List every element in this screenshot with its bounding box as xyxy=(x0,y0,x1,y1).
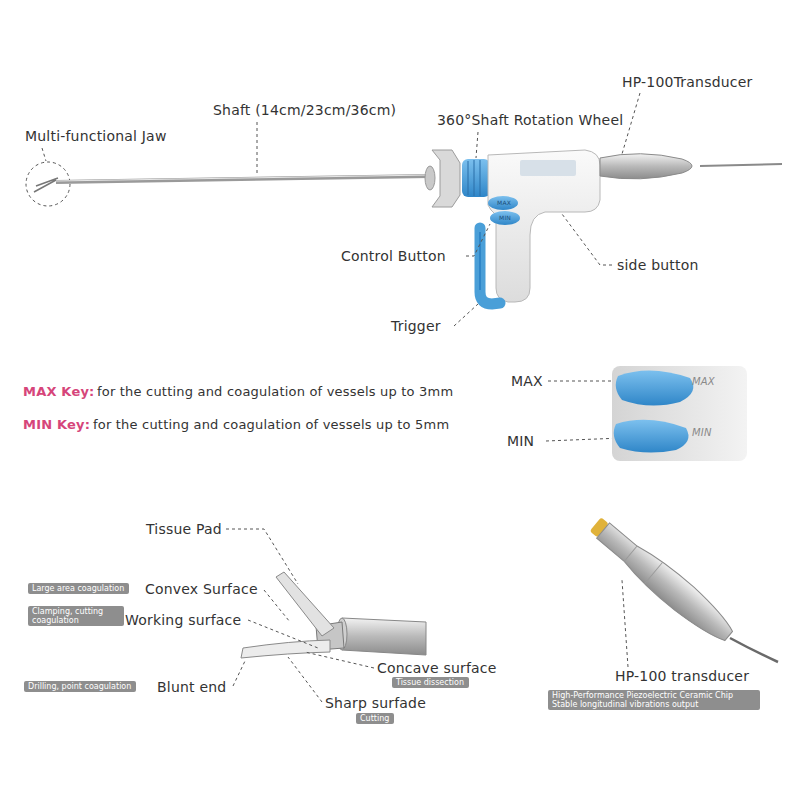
shaft-hub xyxy=(425,166,435,190)
tissue-pad-arm xyxy=(276,572,334,636)
part-label: Tissue Pad xyxy=(146,521,222,538)
part-label: Convex Surface xyxy=(145,581,258,598)
instrument xyxy=(26,150,782,304)
part-label: Working surface xyxy=(125,612,241,629)
leader-line xyxy=(288,657,322,702)
button-text: MAX xyxy=(497,199,511,206)
badge-text: Drilling, point coagulation xyxy=(28,682,132,691)
part-label: HP-100Transducer xyxy=(622,74,752,91)
leader-line xyxy=(264,590,290,622)
key-name: MIN Key: xyxy=(23,417,90,433)
badge-text: Large area coagulation xyxy=(32,584,125,593)
min-button-zoom xyxy=(614,420,689,453)
zoom-panel xyxy=(612,366,747,461)
key-name: MAX Key: xyxy=(23,384,94,400)
button-text: MIN xyxy=(499,214,511,221)
function-badge: Large area coagulation xyxy=(28,583,129,594)
transducer-rings xyxy=(622,543,663,584)
badge-text: Cutting xyxy=(360,714,390,723)
handle-body xyxy=(488,150,600,302)
leader-lines xyxy=(226,529,374,702)
part-label: Multi-functional Jaw xyxy=(25,128,167,145)
leader-line xyxy=(42,148,46,161)
leader-line xyxy=(622,580,628,667)
part-label: MIN xyxy=(507,433,534,450)
trigger-edge xyxy=(479,232,481,290)
jaw-tip xyxy=(34,178,58,192)
shaft-highlight xyxy=(56,175,430,181)
leader-line xyxy=(226,529,298,584)
button-text: MIN xyxy=(692,427,712,439)
part-label: MAX xyxy=(511,373,543,390)
wheel-ridges xyxy=(468,160,480,196)
part-label: Control Button xyxy=(341,248,446,265)
leader-line xyxy=(476,132,478,158)
part-label: Concave surface xyxy=(377,660,497,677)
jaw-highlight-circle xyxy=(26,162,70,206)
rotation-wheel xyxy=(462,159,490,197)
function-badge: Cutting xyxy=(356,713,394,724)
function-badge: Tissue dissection xyxy=(392,677,469,688)
badge-text: Clamping, cutting coagulation xyxy=(32,607,120,625)
leader-line xyxy=(233,661,245,686)
leader-lines xyxy=(42,93,640,441)
max-button xyxy=(488,196,518,210)
min-button xyxy=(490,211,520,225)
leader-line xyxy=(546,438,622,441)
part-label: Shaft (14cm/23cm/36cm) xyxy=(213,102,396,119)
leader-line xyxy=(622,93,640,154)
transducer xyxy=(600,154,692,179)
jaw-tube xyxy=(342,618,426,655)
leader-line xyxy=(466,224,490,256)
transducer-body xyxy=(593,519,738,648)
badge-text: Tissue dissection xyxy=(396,678,465,687)
leader-line xyxy=(562,214,612,265)
leader-line xyxy=(454,304,478,326)
key-description: for the cutting and coagulation of vesse… xyxy=(93,417,449,433)
leader-line xyxy=(248,620,318,648)
transducer-detail xyxy=(586,513,778,662)
part-label: Trigger xyxy=(391,318,441,335)
part-label: Sharp surfade xyxy=(325,695,426,712)
function-badge: Clamping, cutting coagulation xyxy=(28,606,124,626)
part-label: 360°Shaft Rotation Wheel xyxy=(437,112,623,129)
max-button-zoom xyxy=(616,370,694,405)
finger-wing xyxy=(432,150,460,207)
leader-line xyxy=(305,652,374,668)
part-label: side button xyxy=(617,257,699,274)
button-text: MAX xyxy=(692,376,715,388)
function-badge: High-Performance Piezoelectric Ceramic C… xyxy=(548,690,760,710)
transducer-cable xyxy=(700,164,782,166)
handle-label-plate xyxy=(520,160,576,176)
leader-line xyxy=(257,122,258,176)
part-label: Blunt end xyxy=(157,679,226,696)
shaft xyxy=(56,176,430,182)
button-zoom xyxy=(612,366,747,461)
transducer-cable xyxy=(730,638,778,662)
function-badge: Drilling, point coagulation xyxy=(24,681,136,692)
key-description: for the cutting and coagulation of vesse… xyxy=(97,384,453,400)
jaw-detail xyxy=(241,572,426,658)
part-label: HP-100 transducer xyxy=(615,668,749,685)
blade xyxy=(241,640,330,658)
badge-text: High-Performance Piezoelectric Ceramic C… xyxy=(552,691,756,709)
trigger xyxy=(480,228,500,304)
